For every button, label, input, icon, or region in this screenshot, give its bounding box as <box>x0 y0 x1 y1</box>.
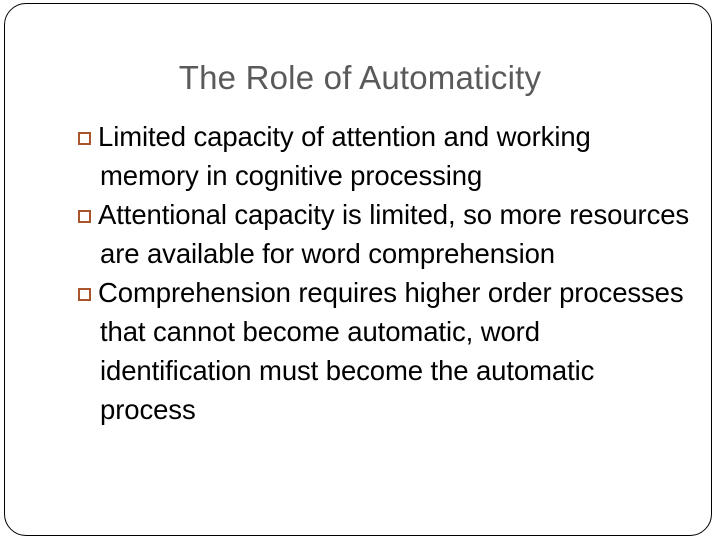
hollow-square-bullet-icon <box>78 288 91 301</box>
hollow-square-bullet-icon <box>78 210 91 223</box>
list-item-label: Comprehension requires higher order proc… <box>98 277 684 425</box>
page-title: The Role of Automaticity <box>178 59 542 96</box>
list-item: Attentional capacity is limited, so more… <box>78 195 693 273</box>
list-item: Comprehension requires higher order proc… <box>78 273 693 429</box>
list-item-label: Attentional capacity is limited, so more… <box>98 199 690 269</box>
list-item: Limited capacity of attention and workin… <box>78 117 693 195</box>
hollow-square-bullet-icon <box>78 132 91 145</box>
slide-body-content: Limited capacity of attention and workin… <box>78 117 693 429</box>
list-item-label: Limited capacity of attention and workin… <box>98 121 591 191</box>
